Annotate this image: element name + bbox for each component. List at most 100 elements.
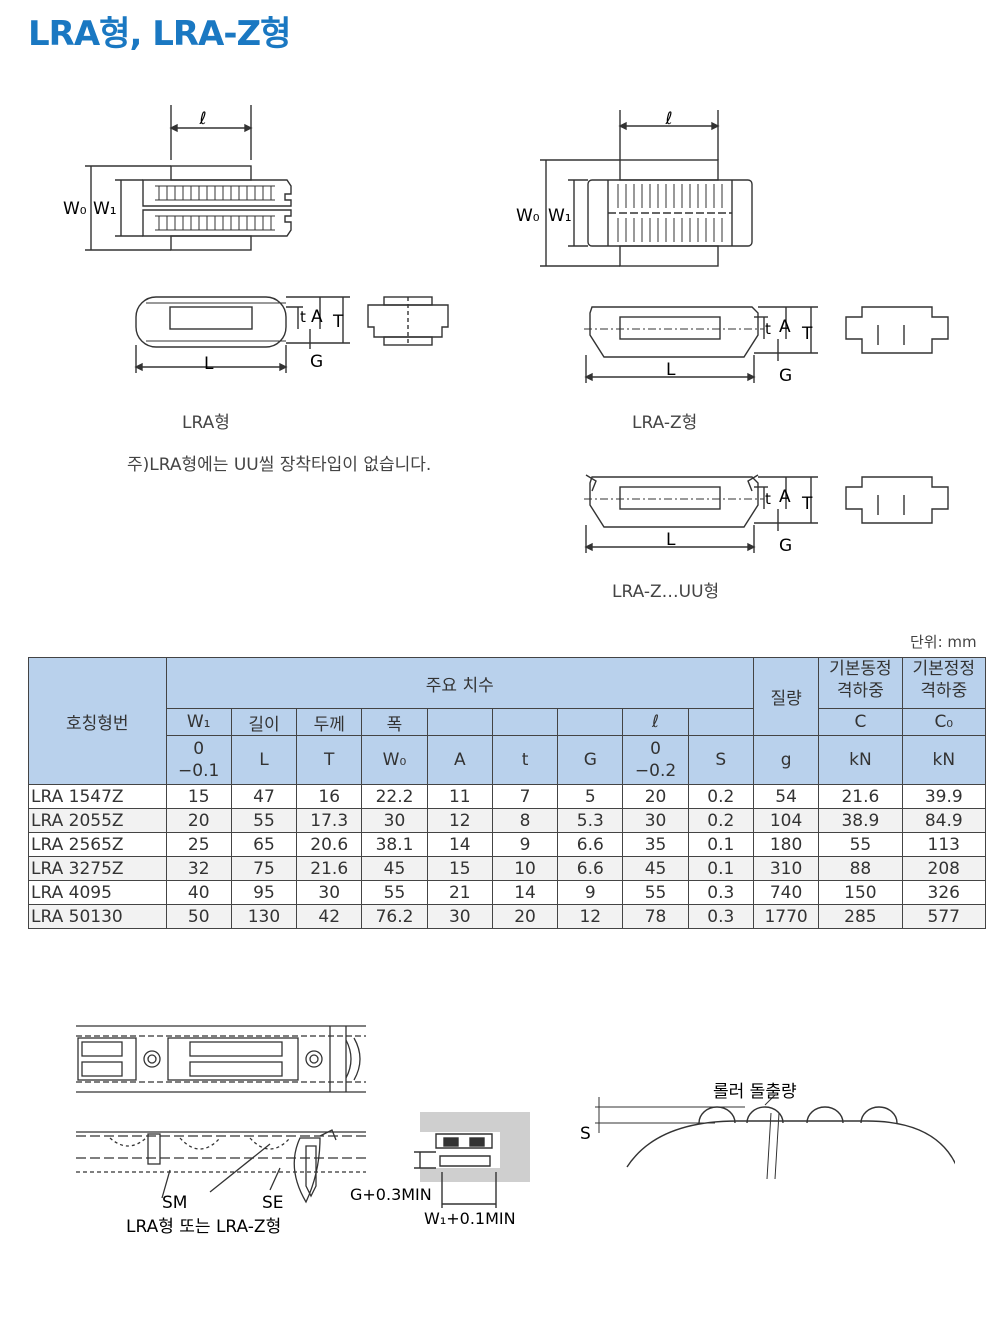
value-cell: 5.3 (557, 808, 624, 833)
value-cell: 40 (165, 880, 232, 905)
value-cell: 35 (622, 832, 689, 857)
value-cell: 285 (818, 904, 903, 929)
value-cell: 38.9 (818, 808, 903, 833)
value-cell: 25 (165, 832, 232, 857)
value-cell: 9 (557, 880, 624, 905)
label-w1-min: W₁+0.1MIN (424, 1209, 516, 1228)
dim-w1-label-z: W₁ (548, 206, 572, 226)
col-bottom: L (230, 735, 298, 785)
value-cell: 20 (622, 784, 689, 809)
value-cell: 20.6 (296, 832, 363, 857)
value-cell: 20 (165, 808, 232, 833)
value-cell: 180 (752, 832, 820, 857)
value-cell: 39.9 (901, 784, 987, 809)
dim-L-label: L (204, 354, 214, 374)
roller-protrusion-drawing: S 롤러 돌출량 (580, 1082, 955, 1180)
value-cell: 84.9 (901, 808, 987, 833)
value-cell: 65 (230, 832, 298, 857)
note-uu-seal: 주)LRA형에는 UU씰 장착타입이 없습니다. (127, 455, 432, 475)
model-cell: LRA 1547Z (28, 784, 167, 809)
model-cell: LRA 4095 (28, 880, 167, 905)
col-top: 폭 (361, 708, 428, 736)
caption-mounting: LRA형 또는 LRA-Z형 (126, 1217, 281, 1237)
value-cell: 130 (230, 904, 298, 929)
col-top: 길이 (230, 708, 298, 736)
dim-L-label-z: L (666, 360, 676, 380)
value-cell: 45 (622, 856, 689, 881)
value-cell: 0.3 (687, 880, 754, 905)
value-cell: 55 (230, 808, 298, 833)
col-top (687, 708, 754, 736)
value-cell: 8 (491, 808, 559, 833)
col-top (426, 708, 493, 736)
col-bottom: 0 −0.2 (622, 735, 689, 785)
value-cell: 16 (296, 784, 363, 809)
lra-z-uu-side-view-drawing: t A T L G (584, 474, 949, 556)
value-cell: 21.6 (296, 856, 363, 881)
value-cell: 7 (491, 784, 559, 809)
value-cell: 17.3 (296, 808, 363, 833)
dyn-unit: kN (818, 735, 903, 785)
col-top (491, 708, 559, 736)
value-cell: 54 (752, 784, 820, 809)
value-cell: 21.6 (818, 784, 903, 809)
header-static-load: 기본정정 격하중 (901, 657, 987, 709)
header-dynamic-load: 기본동정 격하중 (818, 657, 903, 709)
value-cell: 11 (426, 784, 493, 809)
header-main-dims: 주요 치수 (165, 657, 754, 709)
dim-t-label-z: t (765, 320, 771, 338)
lra-z-top-view-drawing: ℓ W₀ W₁ (516, 109, 753, 267)
value-cell: 30 (426, 904, 493, 929)
value-cell: 75 (230, 856, 298, 881)
caption-lra-z-uu: LRA-Z…UU형 (612, 582, 720, 602)
dim-g-label-z: G (779, 366, 792, 386)
dim-L-label-uu: L (666, 530, 676, 550)
value-cell: 12 (426, 808, 493, 833)
value-cell: 740 (752, 880, 820, 905)
value-cell: 15 (426, 856, 493, 881)
value-cell: 14 (491, 880, 559, 905)
stat-unit: kN (901, 735, 987, 785)
col-top: 두께 (296, 708, 363, 736)
dim-T-label-uu: T (801, 494, 813, 514)
value-cell: 76.2 (361, 904, 428, 929)
dim-w1-label: W₁ (93, 199, 117, 219)
value-cell: 326 (901, 880, 987, 905)
page-title: LRA형, LRA-Z형 (28, 14, 291, 54)
value-cell: 5 (557, 784, 624, 809)
model-cell: LRA 3275Z (28, 856, 167, 881)
value-cell: 30 (361, 808, 428, 833)
model-cell: LRA 50130 (28, 904, 167, 929)
value-cell: 1770 (752, 904, 820, 929)
dim-a-label-z: A (779, 317, 791, 337)
value-cell: 55 (622, 880, 689, 905)
dim-a-label: A (311, 307, 323, 327)
dyn-symbol: C (818, 708, 903, 736)
col-top (557, 708, 624, 736)
value-cell: 15 (165, 784, 232, 809)
col-bottom: S (687, 735, 754, 785)
dim-t-label: t (300, 308, 306, 326)
value-cell: 55 (818, 832, 903, 857)
spec-table: 호칭형번 주요 치수 질량 기본동정 격하중 기본정정 격하중 W₁ 길이 두께… (28, 657, 987, 929)
value-cell: 577 (901, 904, 987, 929)
lra-z-side-view-drawing: t A T L G (584, 306, 949, 386)
dim-g-label-uu: G (779, 536, 792, 556)
value-cell: 6.6 (557, 856, 624, 881)
value-cell: 0.2 (687, 808, 754, 833)
mass-unit: g (752, 735, 820, 785)
dim-l-label-z: ℓ (664, 109, 672, 129)
value-cell: 310 (752, 856, 820, 881)
value-cell: 0.1 (687, 832, 754, 857)
value-cell: 95 (230, 880, 298, 905)
value-cell: 21 (426, 880, 493, 905)
col-bottom: A (426, 735, 493, 785)
dim-g-label: G (310, 352, 323, 372)
dim-t-label-uu: t (765, 490, 771, 508)
caption-roller-protrusion: 롤러 돌출량 (713, 1082, 797, 1102)
